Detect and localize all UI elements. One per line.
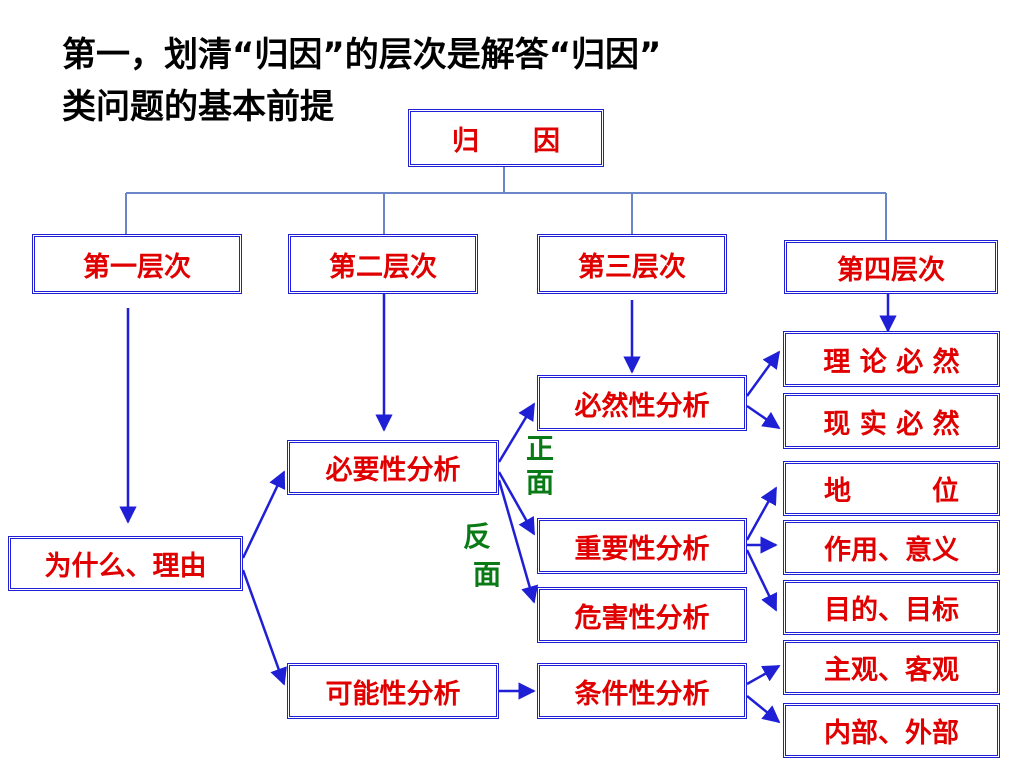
label-negative-char2: 面 <box>472 558 501 591</box>
node-harm: 危害性分析 <box>537 587 747 643</box>
node-status: 地 位 <box>783 461 1000 516</box>
node-why: 为什么、理由 <box>8 536 243 591</box>
level-3-box: 第三层次 <box>537 234 727 294</box>
node-theory: 理 论 必 然 <box>783 331 1000 387</box>
node-inevitability: 必然性分析 <box>537 375 747 431</box>
node-necessity: 必要性分析 <box>287 440 499 495</box>
label-negative-char1: 反 <box>462 520 491 553</box>
arrow-why-to-necessity <box>241 470 286 559</box>
tree-connector <box>125 165 887 240</box>
arrow-necessity-to-harm <box>497 479 539 604</box>
root-box: 归 因 <box>408 109 604 167</box>
node-role: 作用、意义 <box>783 520 1000 575</box>
arrow-importance-to-status <box>745 486 778 541</box>
label-positive-char2: 面 <box>525 466 554 499</box>
node-condition: 条件性分析 <box>537 663 747 719</box>
node-purpose: 目的、目标 <box>783 580 1000 635</box>
arrow-inevitability-to-reality <box>746 404 781 430</box>
arrow-inevitability-to-theory <box>745 350 781 397</box>
level-1-box: 第一层次 <box>32 234 242 294</box>
node-subjective: 主观、客观 <box>783 640 1000 695</box>
arrow-necessity-to-inevitability <box>497 402 536 463</box>
node-reality: 现 实 必 然 <box>783 393 1000 449</box>
label-positive-char1: 正 <box>525 432 554 465</box>
arrow-necessity-to-importance <box>497 471 536 536</box>
level-2-box: 第二层次 <box>288 234 478 294</box>
arrow-importance-to-purpose <box>745 549 778 612</box>
arrow-condition-to-subjective <box>746 664 781 686</box>
node-possibility: 可能性分析 <box>287 663 499 719</box>
arrow-condition-to-internal <box>746 695 781 724</box>
slide-title-line2: 类问题的基本前提 <box>62 87 334 127</box>
level-4-box: 第四层次 <box>784 240 998 294</box>
slide-title-line1: 第一，划清“归因”的层次是解答“归因” <box>62 35 662 75</box>
node-importance: 重要性分析 <box>537 518 747 574</box>
arrow-why-to-possibility <box>241 569 287 686</box>
label-positive: 正 面 <box>525 432 555 500</box>
node-internal: 内部、外部 <box>783 703 1000 758</box>
